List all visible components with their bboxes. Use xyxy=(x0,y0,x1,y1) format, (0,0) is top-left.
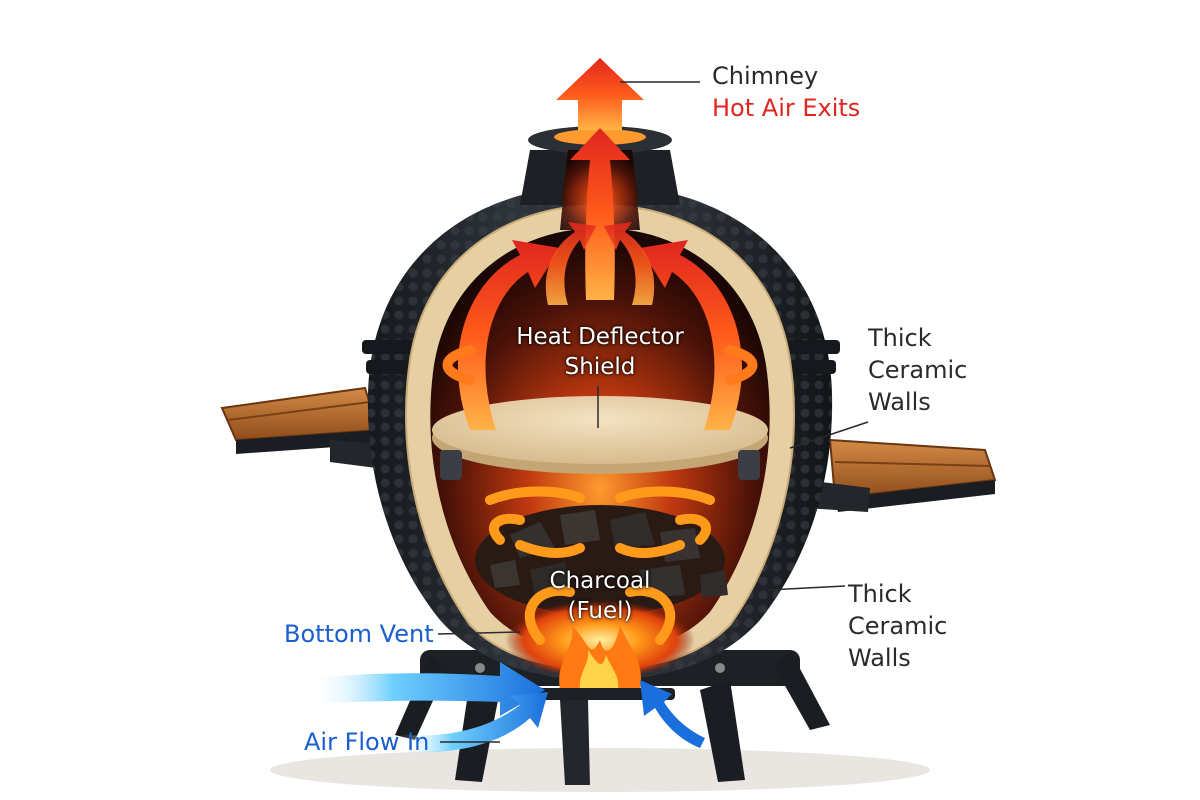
bottom-vent-label: Bottom Vent xyxy=(284,620,434,648)
thick-walls-bottom-line3: Walls xyxy=(848,644,911,672)
thick-ceramic-walls-bottom-label: Thick Ceramic Walls xyxy=(848,578,947,674)
thick-walls-top-line3: Walls xyxy=(868,388,931,416)
right-wood-shelf xyxy=(805,438,997,512)
thick-walls-bottom-line2: Ceramic xyxy=(848,612,948,640)
cool-air-arrow-icon xyxy=(310,662,705,753)
fuel-label: (Fuel) xyxy=(567,598,633,624)
thick-walls-top-line1: Thick xyxy=(868,324,932,352)
leader-lines xyxy=(437,81,869,743)
chimney-label: Chimney xyxy=(712,62,819,90)
thick-walls-top-line2: Ceramic xyxy=(868,356,968,384)
flame-icon xyxy=(505,600,695,700)
heat-deflector-label-group: Heat Deflector Shield xyxy=(490,322,710,382)
charcoal-label: Charcoal xyxy=(549,568,651,594)
shield-label: Shield xyxy=(564,354,636,380)
thick-walls-bottom-line1: Thick xyxy=(848,580,912,608)
thick-ceramic-walls-top-label: Thick Ceramic Walls xyxy=(868,322,967,418)
hot-air-exits-label: Hot Air Exits xyxy=(712,94,861,122)
hot-air-arrow-icon xyxy=(458,58,742,430)
heat-deflector-label: Heat Deflector xyxy=(516,324,684,350)
charcoal-label-group: Charcoal (Fuel) xyxy=(510,566,690,626)
air-flow-in-label: Air Flow In xyxy=(304,728,430,756)
chimney-label-group: Chimney Hot Air Exits xyxy=(712,60,860,124)
heat-deflector-stone xyxy=(432,396,768,480)
heat-circulation-arrows xyxy=(442,345,758,645)
floor-shadow xyxy=(270,748,930,792)
